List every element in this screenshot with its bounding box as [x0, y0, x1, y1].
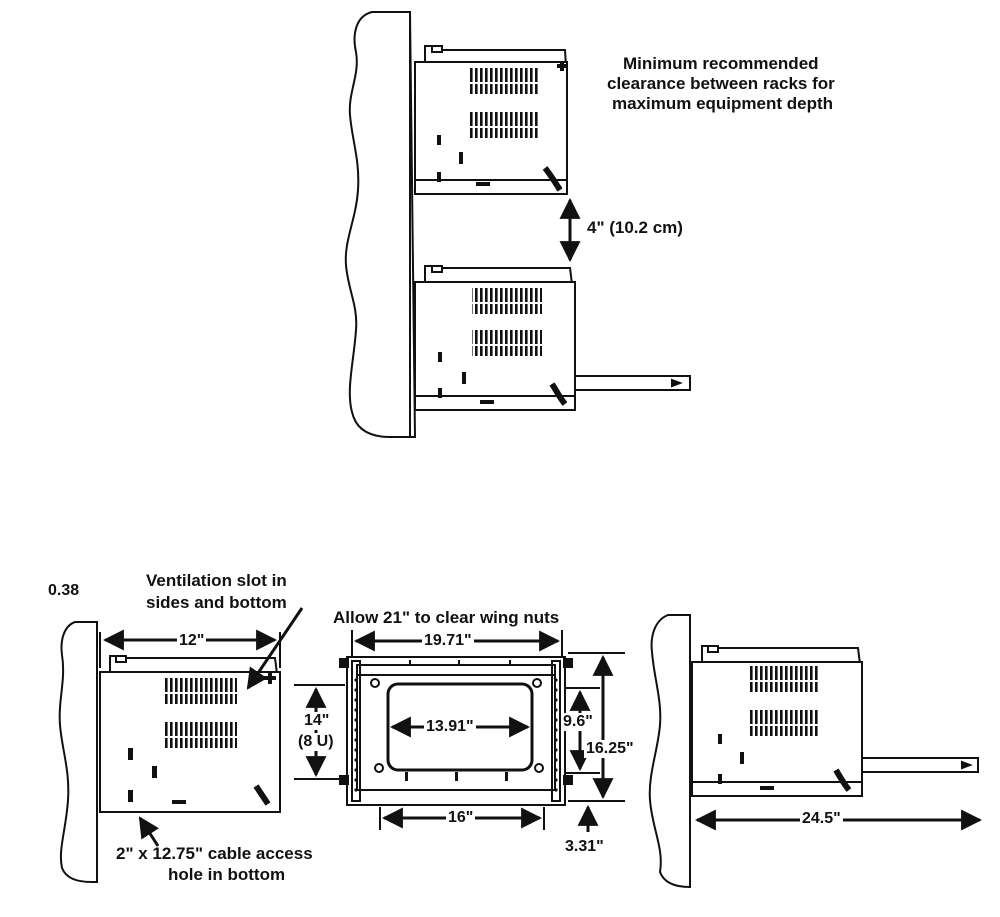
knockout — [462, 372, 466, 384]
wing-nut — [563, 775, 573, 785]
knockout — [718, 734, 722, 744]
vent-grille — [748, 666, 820, 680]
knockout — [459, 152, 463, 164]
knockout — [128, 748, 133, 760]
knockout — [152, 766, 157, 778]
left-wall-bracket — [58, 621, 98, 883]
vent-grille — [470, 84, 540, 94]
wing-nut-icon — [557, 61, 567, 71]
mounting-hole — [534, 763, 544, 773]
side-view-left — [58, 621, 281, 883]
clearance-note-line-1: Minimum recommended — [623, 54, 819, 73]
handle — [833, 768, 852, 792]
knockout — [740, 752, 744, 764]
vent-grille — [165, 694, 237, 704]
mounting-hole — [532, 678, 542, 688]
vent-grille — [748, 682, 820, 692]
knockout — [718, 774, 722, 784]
vent-grille — [470, 112, 540, 126]
clearance-note-line-3: maximum equipment depth — [612, 94, 834, 113]
slide-rail — [861, 757, 979, 773]
depth-12-label: 12" — [177, 632, 207, 650]
vent-grille — [472, 330, 542, 344]
top-wall-bracket — [344, 11, 417, 438]
handle — [542, 166, 563, 192]
vent-grille — [165, 738, 237, 748]
vent-grille — [748, 726, 820, 736]
knockout — [128, 790, 133, 802]
mounting-hole — [370, 678, 380, 688]
handle — [253, 784, 271, 806]
vent-grille — [472, 346, 542, 356]
wing-nut — [563, 658, 573, 668]
cable-note-line-1: 2" x 12.75" cable access — [116, 844, 313, 863]
side-view-right — [648, 614, 983, 889]
rack-rail-right — [551, 660, 561, 802]
knockout — [437, 135, 441, 145]
slide-rail — [574, 375, 691, 391]
lower-enclosure — [414, 265, 691, 411]
height-1625-label: 16.25" — [584, 740, 636, 758]
wing-nut — [339, 658, 349, 668]
upper-enclosure — [414, 45, 568, 195]
vent-grille — [470, 128, 540, 138]
knockout — [476, 182, 490, 186]
width-1971-label: 19.71" — [422, 632, 474, 650]
corner-value-label: 0.38 — [48, 582, 80, 599]
mounting-hole — [374, 763, 384, 773]
top-wall-mount — [344, 11, 417, 438]
knockout — [437, 172, 441, 182]
vent-grille — [472, 304, 542, 314]
offset-331-label: 3.31" — [565, 838, 604, 855]
knockout — [760, 786, 774, 790]
opening-1391-label: 13.91" — [424, 718, 476, 736]
knockout — [480, 400, 494, 404]
rail-stop-icon — [671, 378, 683, 388]
width-16-label: 16" — [446, 809, 476, 827]
cable-opening — [386, 682, 534, 772]
height-96-label: 9.6" — [561, 713, 595, 731]
vent-callout-arrow — [246, 607, 304, 690]
vent-grille — [165, 722, 237, 736]
clearance-note-line-2: clearance between racks for — [607, 74, 835, 93]
depth-245-label: 24.5" — [800, 810, 843, 828]
rail-stop-icon — [961, 760, 973, 770]
rack-rail-left — [351, 660, 361, 802]
handle — [549, 382, 568, 406]
height-8u-label: (8 U) — [296, 733, 336, 751]
vent-grille — [748, 710, 820, 724]
vent-grille — [472, 288, 542, 302]
allow-note: Allow 21" to clear wing nuts — [333, 608, 560, 627]
knockout — [172, 800, 186, 804]
vent-note-line-2: sides and bottom — [146, 593, 287, 612]
height-14-label: 14" — [302, 712, 332, 730]
vent-note-line-1: Ventilation slot in — [146, 571, 287, 590]
cable-note-line-2: hole in bottom — [168, 865, 286, 884]
knockout — [438, 352, 442, 362]
right-wall-bracket — [648, 614, 691, 889]
vent-grille — [165, 678, 237, 692]
cable-callout-arrow — [138, 816, 160, 847]
vent-grille — [470, 68, 540, 82]
gap-dimension-label: 4" (10.2 cm) — [587, 218, 683, 237]
knockout — [438, 388, 442, 398]
